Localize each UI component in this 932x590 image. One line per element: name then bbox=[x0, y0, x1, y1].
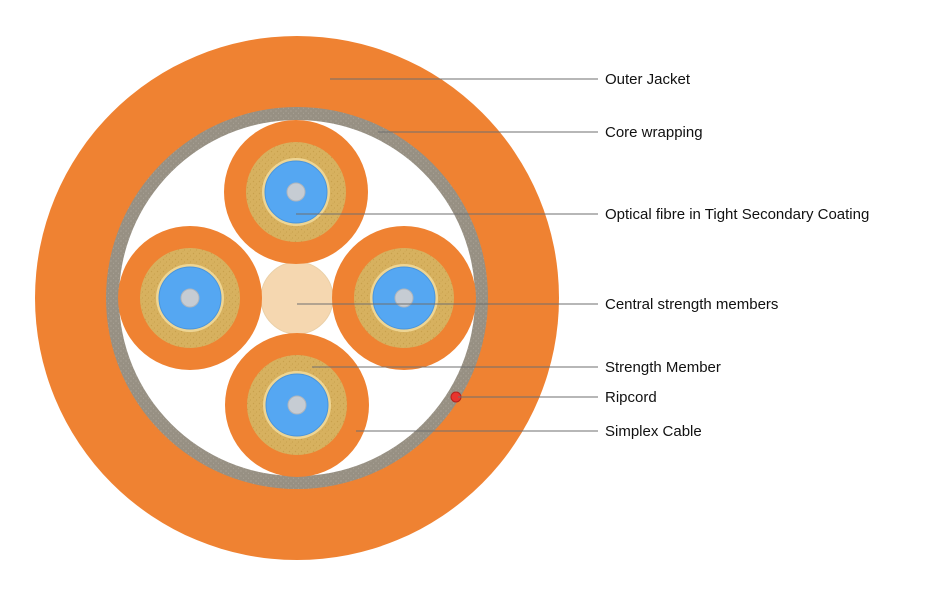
label-ripcord: Ripcord bbox=[605, 389, 657, 406]
label-strength-member: Strength Member bbox=[605, 359, 721, 376]
label-optical-fibre: Optical fibre in Tight Secondary Coating bbox=[605, 206, 869, 223]
central-strength-member bbox=[260, 261, 334, 335]
label-central-strength-members: Central strength members bbox=[605, 296, 778, 313]
label-core-wrapping: Core wrapping bbox=[605, 124, 703, 141]
label-simplex-cable: Simplex Cable bbox=[605, 423, 702, 440]
simplex-cable-top bbox=[224, 120, 368, 264]
simplex-cable-right bbox=[332, 226, 476, 370]
simplex-cable-bottom bbox=[225, 333, 369, 477]
simplex-cable-left bbox=[118, 226, 262, 370]
label-outer-jacket: Outer Jacket bbox=[605, 71, 691, 88]
